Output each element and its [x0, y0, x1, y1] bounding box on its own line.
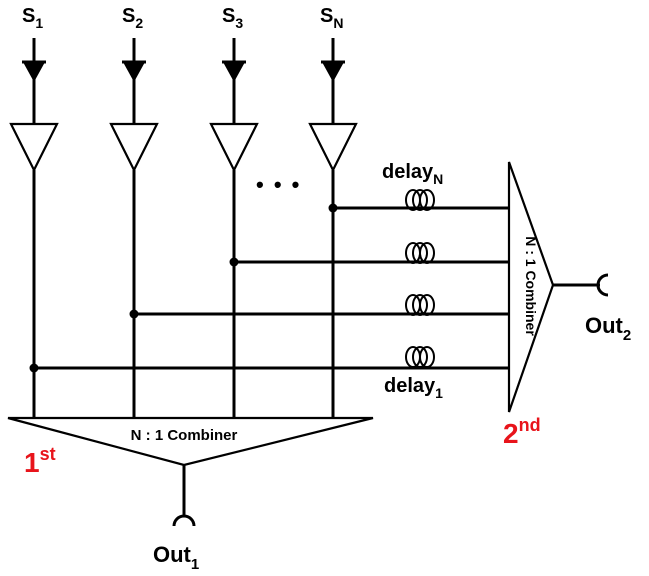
source-label-2: S2: [122, 5, 143, 31]
source-label-n: SN: [320, 5, 343, 31]
out2-label: Out2: [585, 313, 631, 344]
delay-coil-icon: [405, 294, 435, 316]
photodiode-icon: [123, 62, 145, 82]
combiner1-order: 1st: [24, 444, 56, 478]
photodiode-icon: [223, 62, 245, 82]
second-combiner: [507, 161, 555, 413]
amplifier-icon: [109, 122, 159, 173]
junction-dot: [229, 257, 239, 267]
photodiode-icon: [23, 62, 45, 82]
branch-n: [308, 38, 358, 418]
delay-coil-icon: [405, 346, 435, 368]
branch-1: [9, 38, 59, 418]
amplifier-icon: [9, 122, 59, 173]
delay-label-n: delayN: [382, 161, 443, 187]
delay-coil-icon: [405, 242, 435, 264]
first-combiner: [7, 416, 374, 467]
junction-dot: [328, 203, 338, 213]
output-connector-icon: [596, 273, 609, 297]
delay-coil-icon: [405, 189, 435, 211]
delay-label-1: delay1: [384, 375, 443, 401]
photodiode-icon: [322, 62, 344, 82]
branch-2: [109, 38, 159, 418]
junction-dot: [129, 309, 139, 319]
combiner2-order: 2nd: [503, 415, 541, 449]
source-label-1: S1: [22, 5, 43, 31]
combiner1-label: N : 1 Combiner: [131, 427, 238, 444]
ellipsis: • • •: [256, 172, 301, 197]
junction-dot: [29, 363, 39, 373]
branch-3: [209, 38, 259, 418]
source-label-3: S3: [222, 5, 243, 31]
combiner2-label: N : 1 Combiner: [523, 236, 539, 336]
out1-label: Out1: [153, 542, 199, 573]
output-connector-icon: [172, 514, 196, 527]
amplifier-icon: [209, 122, 259, 173]
amplifier-icon: [308, 122, 358, 173]
